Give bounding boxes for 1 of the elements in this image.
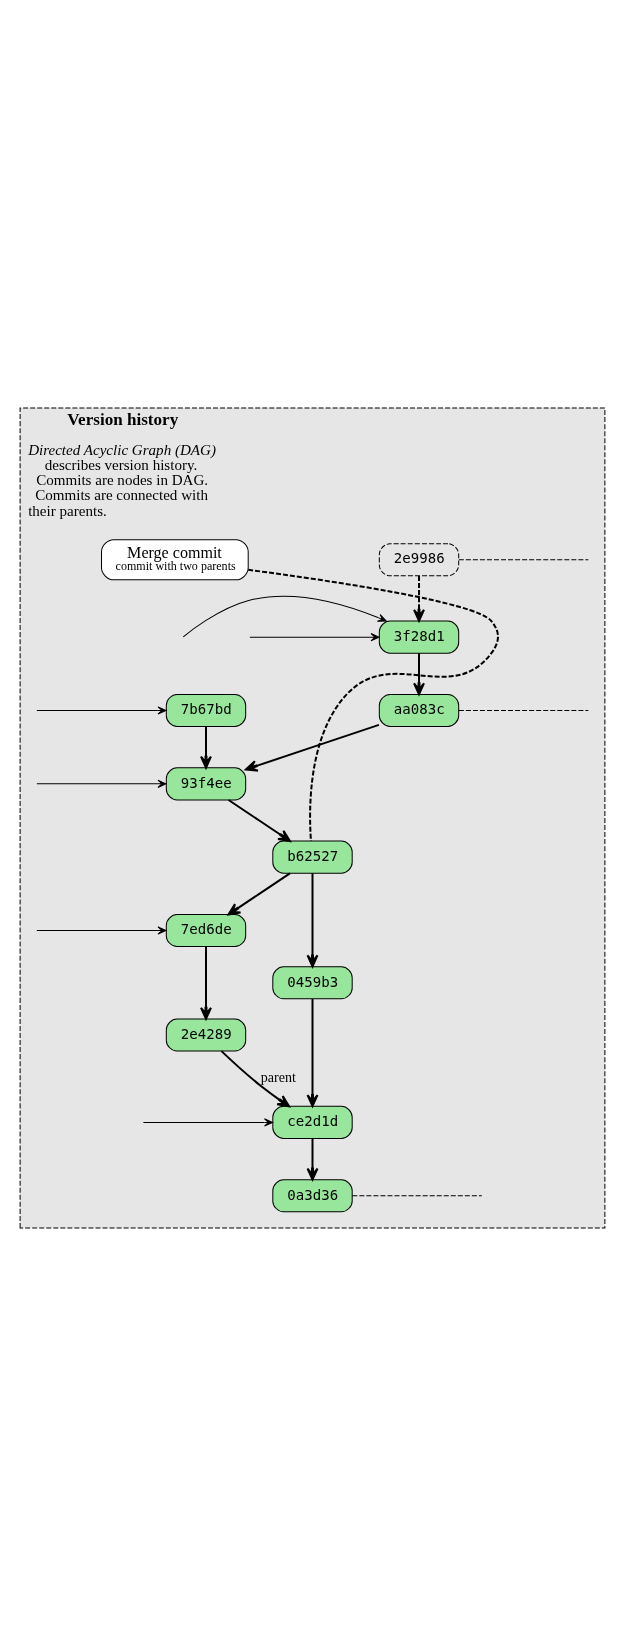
edge-label: parent	[260, 1069, 296, 1086]
